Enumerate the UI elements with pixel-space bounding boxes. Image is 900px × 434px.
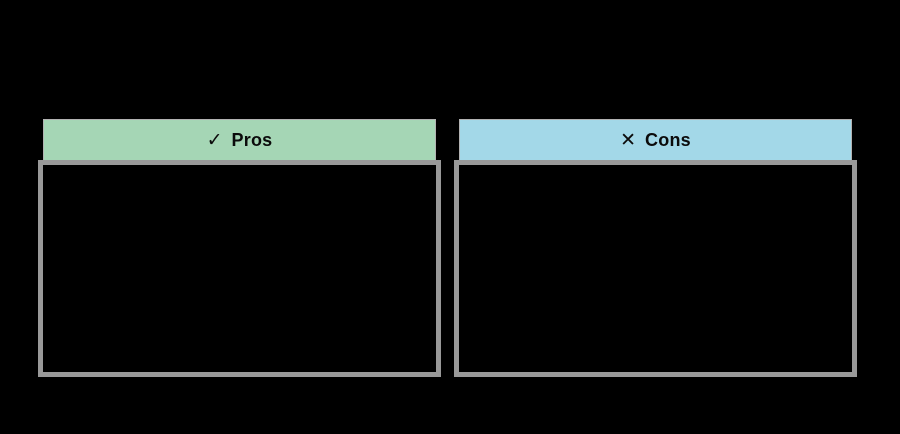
- pros-header: ✓ Pros: [43, 119, 436, 160]
- pros-cons-comparison: ✓ Pros ✕ Cons: [38, 119, 857, 377]
- cons-header: ✕ Cons: [459, 119, 852, 160]
- x-icon: ✕: [620, 129, 637, 151]
- pros-panel: [38, 160, 441, 377]
- pros-column: ✓ Pros: [38, 119, 441, 377]
- cons-column: ✕ Cons: [454, 119, 857, 377]
- cons-panel: [454, 160, 857, 377]
- cons-header-label: Cons: [645, 129, 691, 150]
- pros-header-label: Pros: [231, 129, 273, 150]
- check-icon: ✓: [206, 129, 223, 151]
